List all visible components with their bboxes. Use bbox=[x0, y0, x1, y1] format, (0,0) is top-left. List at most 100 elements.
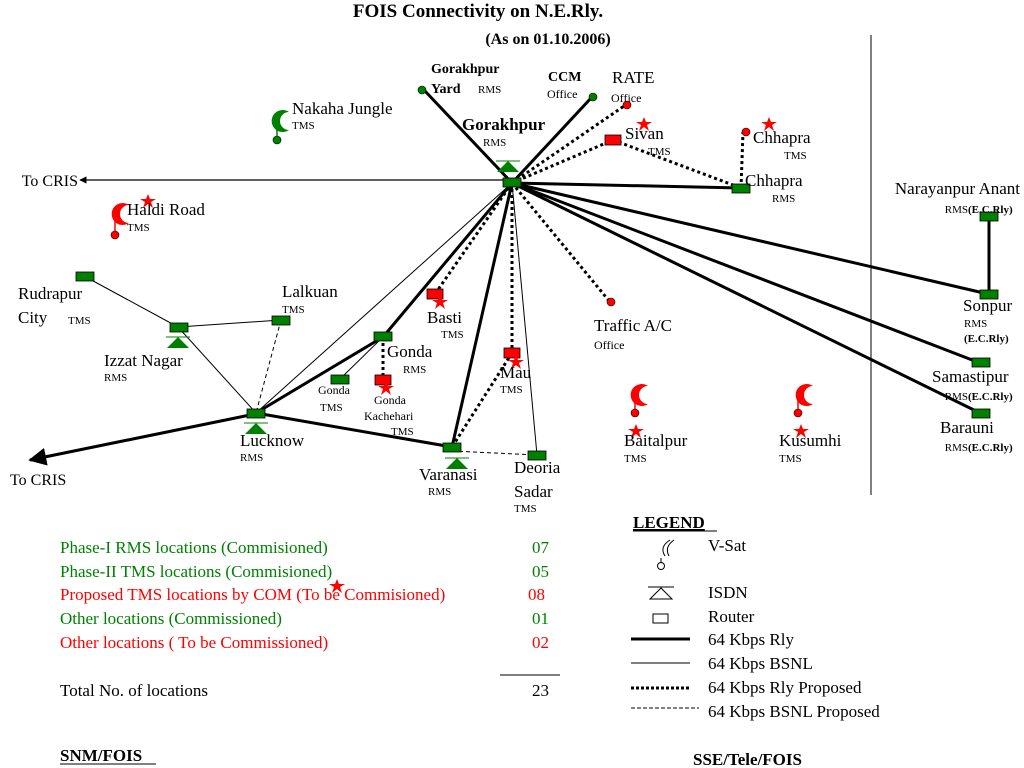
baitalpur-type: TMS bbox=[624, 453, 647, 465]
summary-row-value: 01 bbox=[532, 609, 549, 628]
link-lucknow-varanasi bbox=[255, 411, 453, 449]
deoria-type: TMS bbox=[514, 503, 537, 515]
isdn-icon bbox=[165, 336, 191, 349]
signature-right: SSE/Tele/FOIS bbox=[693, 750, 802, 768]
router-samastipur bbox=[971, 357, 991, 368]
vsat-icon bbox=[793, 383, 813, 418]
link-gorakhpur-ccm bbox=[510, 95, 594, 185]
vsat-icon bbox=[630, 383, 648, 418]
nakaha-type: TMS bbox=[292, 120, 315, 132]
gonda-kachehari-label: Gonda bbox=[374, 393, 407, 407]
vsat-icon bbox=[657, 539, 675, 570]
ccm-sub: Office bbox=[547, 87, 577, 101]
link-mau-varanasi bbox=[450, 352, 514, 448]
link-gonda-lucknow bbox=[255, 335, 384, 415]
router-gonda-tms bbox=[330, 374, 350, 385]
haldi-road-type: TMS bbox=[127, 222, 150, 234]
rudrapur-label: Rudrapur bbox=[18, 284, 83, 303]
summary-row-label: Phase-II TMS locations (Commisioned) bbox=[60, 562, 332, 581]
gonda-label: Gonda bbox=[387, 342, 433, 361]
narayanpur-rly: (E.C.Rly) bbox=[968, 204, 1013, 216]
link-gorakhpur-samastipur bbox=[511, 181, 981, 365]
link-rudrapur-izzatnagar bbox=[83, 275, 179, 328]
gorakhpur-type: RMS bbox=[483, 137, 506, 149]
link-sivan-chhapra bbox=[612, 138, 742, 190]
legend-label: 64 Kbps BSNL Proposed bbox=[708, 702, 880, 721]
node-dot bbox=[606, 297, 616, 307]
link-gorakhpur-lucknow bbox=[255, 182, 513, 414]
router-mau bbox=[503, 347, 521, 359]
rate-label: RATE bbox=[612, 68, 655, 87]
router-izzatnagar bbox=[169, 322, 189, 333]
rudrapur-type: TMS bbox=[68, 315, 91, 327]
rate-sub: Office bbox=[611, 91, 641, 105]
cris-top-label: To CRIS bbox=[22, 173, 78, 190]
isdn-icon bbox=[648, 586, 674, 600]
cris-bottom-label: To CRIS bbox=[10, 472, 66, 489]
node-dot bbox=[417, 85, 427, 95]
chhapra-tms-label: Chhapra bbox=[753, 128, 811, 147]
kusumhi-type: TMS bbox=[779, 453, 802, 465]
mau-label: Mau bbox=[500, 363, 532, 382]
deoria-label: Deoria bbox=[514, 458, 561, 477]
lucknow-type: RMS bbox=[240, 452, 263, 464]
router-gonda-kachehari bbox=[374, 374, 392, 386]
link-lalkuan-lucknow bbox=[255, 319, 282, 414]
barauni-type: RMS bbox=[945, 442, 968, 454]
gorakhpur-yard-label-2: Yard bbox=[431, 82, 461, 97]
haldi-road-label: Haldi Road bbox=[127, 200, 205, 219]
chhapra-tms-type: TMS bbox=[784, 150, 807, 162]
vsat-icon bbox=[271, 110, 289, 145]
gorakhpur-yard-label: Gorakhpur bbox=[431, 62, 499, 77]
router-basti bbox=[426, 288, 444, 300]
router-rudrapur bbox=[75, 271, 95, 282]
total-label: Total No. of locations bbox=[60, 681, 208, 700]
router-sonpur bbox=[979, 289, 999, 300]
gonda-type: RMS bbox=[403, 364, 426, 376]
narayanpur-type: RMS bbox=[945, 204, 968, 216]
sonpur-label: Sonpur bbox=[963, 296, 1012, 315]
signature-left: SNM/FOIS bbox=[60, 746, 142, 765]
router-gorakhpur bbox=[502, 177, 522, 188]
link-gonda-gondatms bbox=[339, 336, 384, 380]
router-narayanpur bbox=[979, 211, 999, 222]
izzat-nagar-type: RMS bbox=[104, 372, 127, 384]
summary-row-value: 02 bbox=[532, 633, 549, 652]
gorakhpur-yard-type: RMS bbox=[478, 84, 501, 96]
narayanpur-label: Narayanpur Anant bbox=[895, 179, 1020, 198]
legend-label: ISDN bbox=[708, 583, 748, 602]
nakaha-label: Nakaha Jungle bbox=[292, 99, 393, 118]
samastipur-type: RMS bbox=[945, 391, 968, 403]
link-gorakhpur-chhapra bbox=[511, 181, 742, 190]
mau-type: TMS bbox=[500, 384, 523, 396]
link-gorakhpur-deoria bbox=[511, 182, 538, 456]
summary-row-label: Other locations (Commissioned) bbox=[60, 609, 282, 628]
summary-row-value: 07 bbox=[532, 538, 550, 557]
link-izzatnagar-lalkuan bbox=[177, 319, 282, 328]
barauni-label: Barauni bbox=[940, 418, 994, 437]
gonda-tms-label: Gonda bbox=[318, 383, 351, 397]
vsat-terminals bbox=[110, 85, 813, 418]
izzat-nagar-label: Izzat Nagar bbox=[104, 351, 183, 370]
node-dot bbox=[741, 127, 751, 137]
varanasi-label: Varanasi bbox=[419, 465, 478, 484]
lucknow-label: Lucknow bbox=[240, 431, 305, 450]
summary-row-label: Other locations ( To be Commissioned) bbox=[60, 633, 328, 652]
link-gorakhpur-rate bbox=[511, 102, 628, 185]
sonpur-rly: (E.C.Rly) bbox=[964, 333, 1009, 345]
router-deoria bbox=[527, 450, 547, 461]
traffic-label: Traffic A/C bbox=[594, 316, 672, 335]
routers bbox=[75, 134, 999, 461]
vsat-icon bbox=[110, 203, 129, 240]
lalkuan-label: Lalkuan bbox=[282, 282, 338, 301]
router-chhapra bbox=[731, 183, 751, 194]
samastipur-label: Samastipur bbox=[932, 367, 1009, 386]
page-subtitle: (As on 01.10.2006) bbox=[485, 31, 610, 48]
page-title: FOIS Connectivity on N.E.Rly. bbox=[353, 1, 603, 22]
gorakhpur-label: Gorakhpur bbox=[462, 115, 546, 134]
node-labels: To CRIS To CRIS Gorakhpur Yard RMS CCM O… bbox=[10, 62, 1020, 515]
link-varanasi-deoria bbox=[451, 450, 538, 456]
router-lucknow bbox=[246, 408, 266, 419]
legend-heading: LEGEND bbox=[633, 513, 705, 532]
isdn-icon bbox=[495, 160, 521, 173]
